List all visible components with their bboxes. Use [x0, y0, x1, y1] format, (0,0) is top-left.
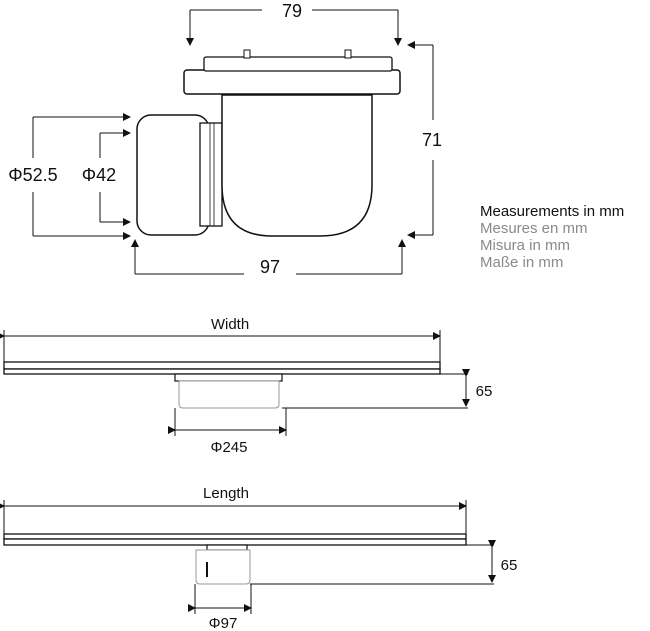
length-label: Length: [203, 485, 249, 502]
legend-french: Mesures en mm: [480, 220, 588, 237]
dim-79: 79: [282, 1, 302, 21]
length-channel-top: [3, 533, 467, 540]
trap-flange: [183, 69, 401, 95]
trap-bowl: [221, 94, 373, 237]
width-label: Width: [211, 316, 249, 333]
measurement-legend: Measurements in mm Mesures en mm Misura …: [480, 203, 624, 271]
top-dimensions: [32, 9, 434, 275]
length-drain-body: [195, 549, 251, 585]
length-view: [0, 500, 496, 614]
legend-english: Measurements in mm: [480, 203, 625, 220]
legend-german: Maße in mm: [480, 254, 564, 271]
length-drain-collar: [206, 544, 248, 551]
width-height-65: 65: [476, 383, 493, 400]
legend-italian: Misura in mm: [480, 237, 571, 254]
drain-trap-drawing: [136, 49, 401, 237]
length-height-65: 65: [501, 557, 518, 574]
outlet-pipe: [136, 114, 210, 236]
width-diameter-245: Φ245: [211, 439, 248, 456]
dim-97: 97: [260, 257, 280, 277]
dim-phi-52-5: Φ52.5: [8, 165, 57, 185]
width-drain-collar: [174, 373, 283, 382]
width-channel-base: [3, 368, 441, 375]
trap-cover: [203, 56, 393, 72]
length-channel-base: [3, 538, 467, 546]
width-view: [0, 330, 470, 436]
width-drain-body: [178, 380, 280, 409]
dim-phi-42: Φ42: [82, 165, 116, 185]
length-diameter-97: Φ97: [209, 615, 238, 631]
outlet-pipe-neck: [199, 122, 223, 227]
dim-71: 71: [422, 130, 442, 150]
width-channel-top: [3, 361, 441, 370]
